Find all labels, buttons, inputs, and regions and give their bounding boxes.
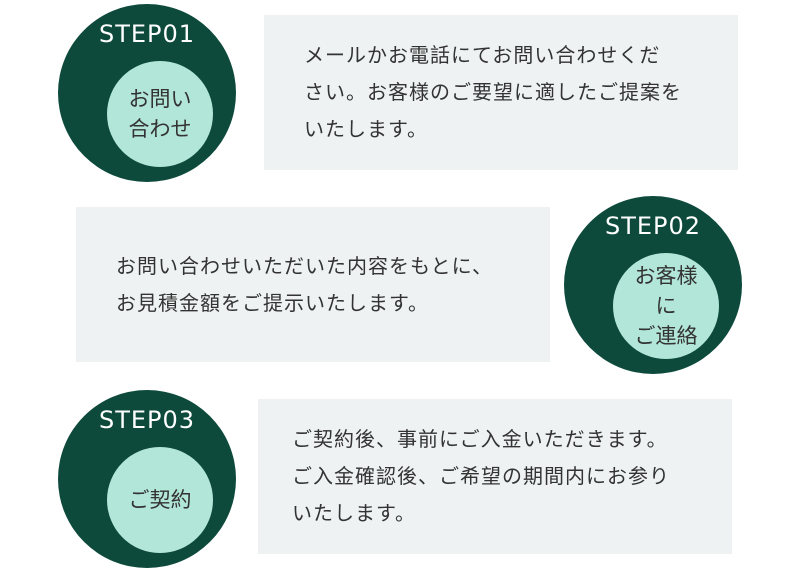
step-1-title: お問い 合わせ [128,87,192,141]
step-1-description: メールかお電話にてお問い合わせくだ さい。お客様のご要望に適したご提案を いたし… [304,43,682,141]
step-2-label: STEP02 [604,212,702,240]
step-3-label: STEP03 [98,406,196,434]
step-1-label: STEP01 [98,20,196,48]
step-2-badge: STEP02 お客様 に ご連絡 [564,196,742,374]
step-2-description: お問い合わせいただいた内容をもとに、 お見積金額をご提示いたします。 [116,253,493,315]
step-1-description-panel: メールかお電話にてお問い合わせくだ さい。お客様のご要望に適したご提案を いたし… [264,15,738,170]
step-3-badge: STEP03 ご契約 [58,390,236,568]
step-1-badge: STEP01 お問い 合わせ [58,4,236,182]
step-2-inner-circle: お客様 に ご連絡 [613,253,719,359]
step-3-title: ご契約 [128,488,192,512]
step-3-inner-circle: ご契約 [107,447,213,553]
step-2-description-panel: お問い合わせいただいた内容をもとに、 お見積金額をご提示いたします。 [76,207,550,362]
step-2-title: お客様 に ご連絡 [634,264,698,348]
step-3-description-panel: ご契約後、事前にご入金いただきます。 ご入金確認後、ご希望の期間内にお参り いた… [258,399,732,554]
step-1-inner-circle: お問い 合わせ [107,61,213,167]
step-3-description: ご契約後、事前にご入金いただきます。 ご入金確認後、ご希望の期間内にお参り いた… [292,427,670,525]
